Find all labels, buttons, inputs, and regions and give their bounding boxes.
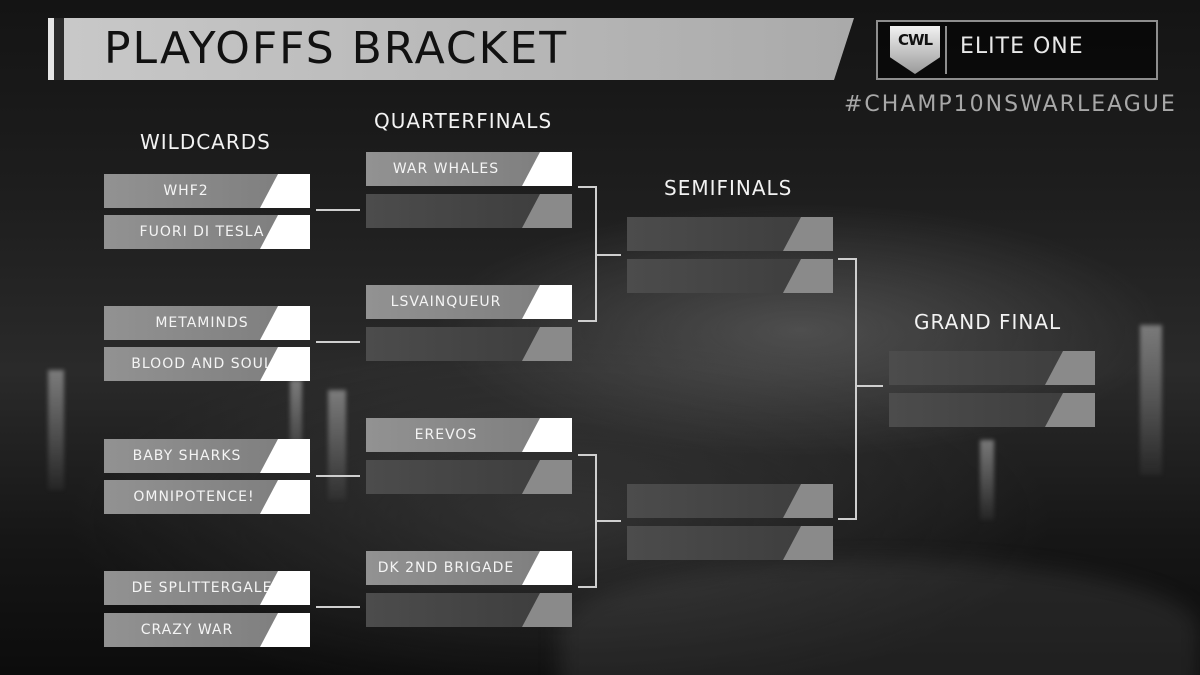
team-slot-empty[interactable] (366, 593, 572, 627)
page-title: PLAYOFFS BRACKET (104, 23, 569, 74)
connector-line (316, 475, 360, 477)
round-label-wildcards: WILDCARDS (140, 130, 271, 154)
badge-divider (945, 26, 947, 74)
team-slot[interactable]: METAMINDS (104, 306, 310, 340)
team-slot[interactable]: OMNIPOTENCE! (104, 480, 310, 514)
team-slot-empty[interactable] (889, 351, 1095, 385)
score-box (1045, 351, 1095, 385)
score-box (783, 259, 833, 293)
team-slot-empty[interactable] (366, 194, 572, 228)
connector-line (595, 520, 621, 522)
background-pillar (328, 390, 346, 500)
team-name: DE SPLITTERGALE (131, 580, 273, 596)
connector-line (855, 258, 857, 520)
team-slot[interactable]: WAR WHALES (366, 152, 572, 186)
team-name: CRAZY WAR (140, 622, 234, 638)
background-road (560, 560, 1200, 675)
team-name: BABY SHARKS (132, 448, 242, 464)
team-slot[interactable]: EREVOS (366, 418, 572, 452)
score-box (522, 460, 572, 494)
team-slot-empty[interactable] (627, 526, 833, 560)
score-box (522, 152, 572, 186)
background-pillar (980, 440, 994, 520)
team-name: WAR WHALES (392, 161, 500, 177)
connector-line (578, 586, 596, 588)
score-box (522, 551, 572, 585)
round-label-grand-final: GRAND FINAL (914, 310, 1062, 334)
score-box (783, 217, 833, 251)
title-accent (48, 18, 54, 80)
background-pillar (1140, 325, 1162, 475)
team-slot-empty[interactable] (627, 259, 833, 293)
team-name: WHF2 (163, 183, 209, 199)
connector-line (578, 320, 596, 322)
background-pillar (48, 370, 64, 490)
score-box (522, 593, 572, 627)
round-label-quarterfinals: QUARTERFINALS (374, 109, 553, 133)
score-box (522, 327, 572, 361)
hashtag: #CHAMP10NSWARLEAGUE (844, 92, 1177, 117)
team-name: EREVOS (414, 427, 478, 443)
team-slot-empty[interactable] (366, 460, 572, 494)
connector-line (578, 454, 596, 456)
team-name: BLOOD AND SOUL (131, 356, 273, 372)
score-box (522, 418, 572, 452)
score-box (783, 526, 833, 560)
team-slot[interactable]: CRAZY WAR (104, 613, 310, 647)
team-slot-empty[interactable] (366, 327, 572, 361)
team-slot[interactable]: LSVAINQUEUR (366, 285, 572, 319)
connector-line (595, 254, 621, 256)
connector-line (316, 209, 360, 211)
team-slot[interactable]: BLOOD AND SOUL (104, 347, 310, 381)
team-name: DK 2ND BRIGADE (377, 560, 515, 576)
connector-line (855, 385, 883, 387)
team-slot-empty[interactable] (627, 484, 833, 518)
team-slot[interactable]: BABY SHARKS (104, 439, 310, 473)
league-logo-text: CWL (897, 31, 933, 49)
score-box (783, 484, 833, 518)
team-name: FUORI DI TESLA (139, 224, 265, 240)
score-box (1045, 393, 1095, 427)
score-box (522, 194, 572, 228)
division-label: ELITE ONE (960, 34, 1084, 59)
connector-line (838, 258, 856, 260)
team-name: OMNIPOTENCE! (133, 489, 255, 505)
team-slot-empty[interactable] (627, 217, 833, 251)
score-box (522, 285, 572, 319)
connector-line (578, 186, 596, 188)
team-slot[interactable]: DK 2ND BRIGADE (366, 551, 572, 585)
connector-line (316, 341, 360, 343)
round-label-semifinals: SEMIFINALS (664, 176, 793, 200)
team-slot-empty[interactable] (889, 393, 1095, 427)
team-slot[interactable]: FUORI DI TESLA (104, 215, 310, 249)
team-name: LSVAINQUEUR (390, 294, 502, 310)
team-slot[interactable]: WHF2 (104, 174, 310, 208)
connector-line (838, 518, 856, 520)
team-slot[interactable]: DE SPLITTERGALE (104, 571, 310, 605)
team-name: METAMINDS (155, 315, 249, 331)
connector-line (316, 606, 360, 608)
